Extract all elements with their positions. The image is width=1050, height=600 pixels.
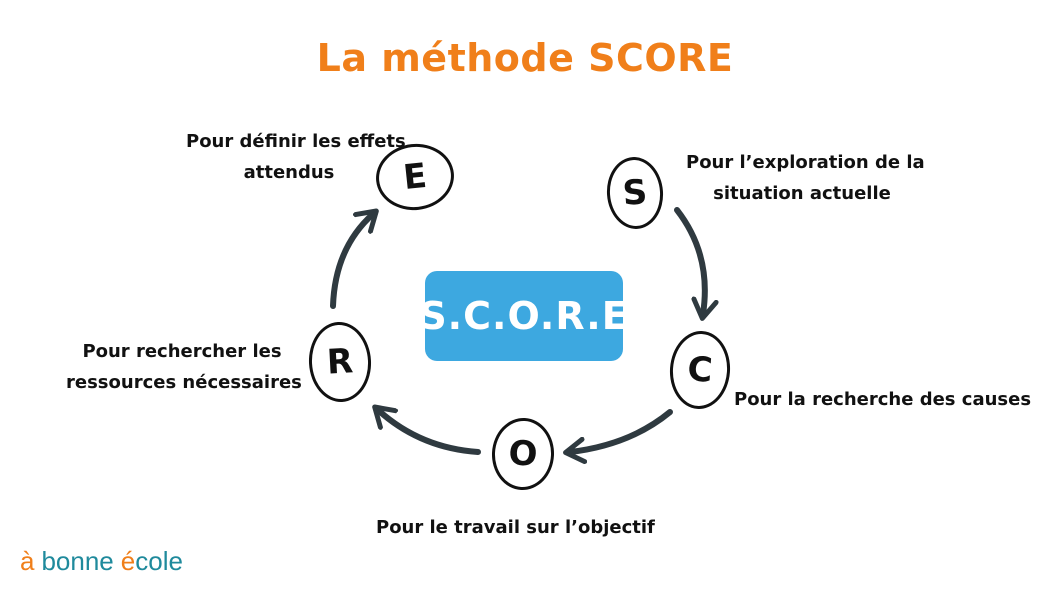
caption-s-line-2: situation actuelle	[713, 183, 891, 204]
caption-c: Pour la recherche des causes	[734, 384, 1032, 415]
caption-s: Pour l’exploration de la situation actue…	[686, 147, 925, 209]
caption-r-line-2: ressources nécessaires	[66, 372, 302, 393]
caption-s-line-1: Pour l’exploration de la	[686, 152, 925, 173]
arrow-o-to-r	[378, 410, 481, 455]
center-label: S.C.O.R.E	[419, 271, 628, 361]
caption-e-line-1: Pour définir les effets	[186, 131, 406, 152]
caption-o-line-1: Pour le travail sur l’objectif	[376, 517, 655, 538]
logo-accent: à	[20, 545, 35, 576]
logo-word-2-accent: é	[120, 545, 136, 576]
caption-r-line-1: Pour rechercher les	[82, 341, 282, 362]
caption-r: Pour rechercher les ressources nécessair…	[66, 336, 302, 398]
arrow-s-to-c	[674, 207, 705, 314]
caption-e-line-2: attendus	[243, 162, 335, 183]
logo-word-2-rest: cole	[135, 545, 183, 576]
arrow-c-to-o	[570, 409, 673, 452]
caption-e: Pour définir les effets attendus	[186, 126, 406, 188]
caption-c-line-1: Pour la recherche des causes	[734, 389, 1032, 410]
logo-word-1: bonne	[41, 545, 114, 576]
arrow-r-to-e	[330, 214, 373, 309]
caption-o: Pour le travail sur l’objectif	[376, 512, 655, 543]
page-title: La méthode SCORE	[316, 36, 734, 80]
